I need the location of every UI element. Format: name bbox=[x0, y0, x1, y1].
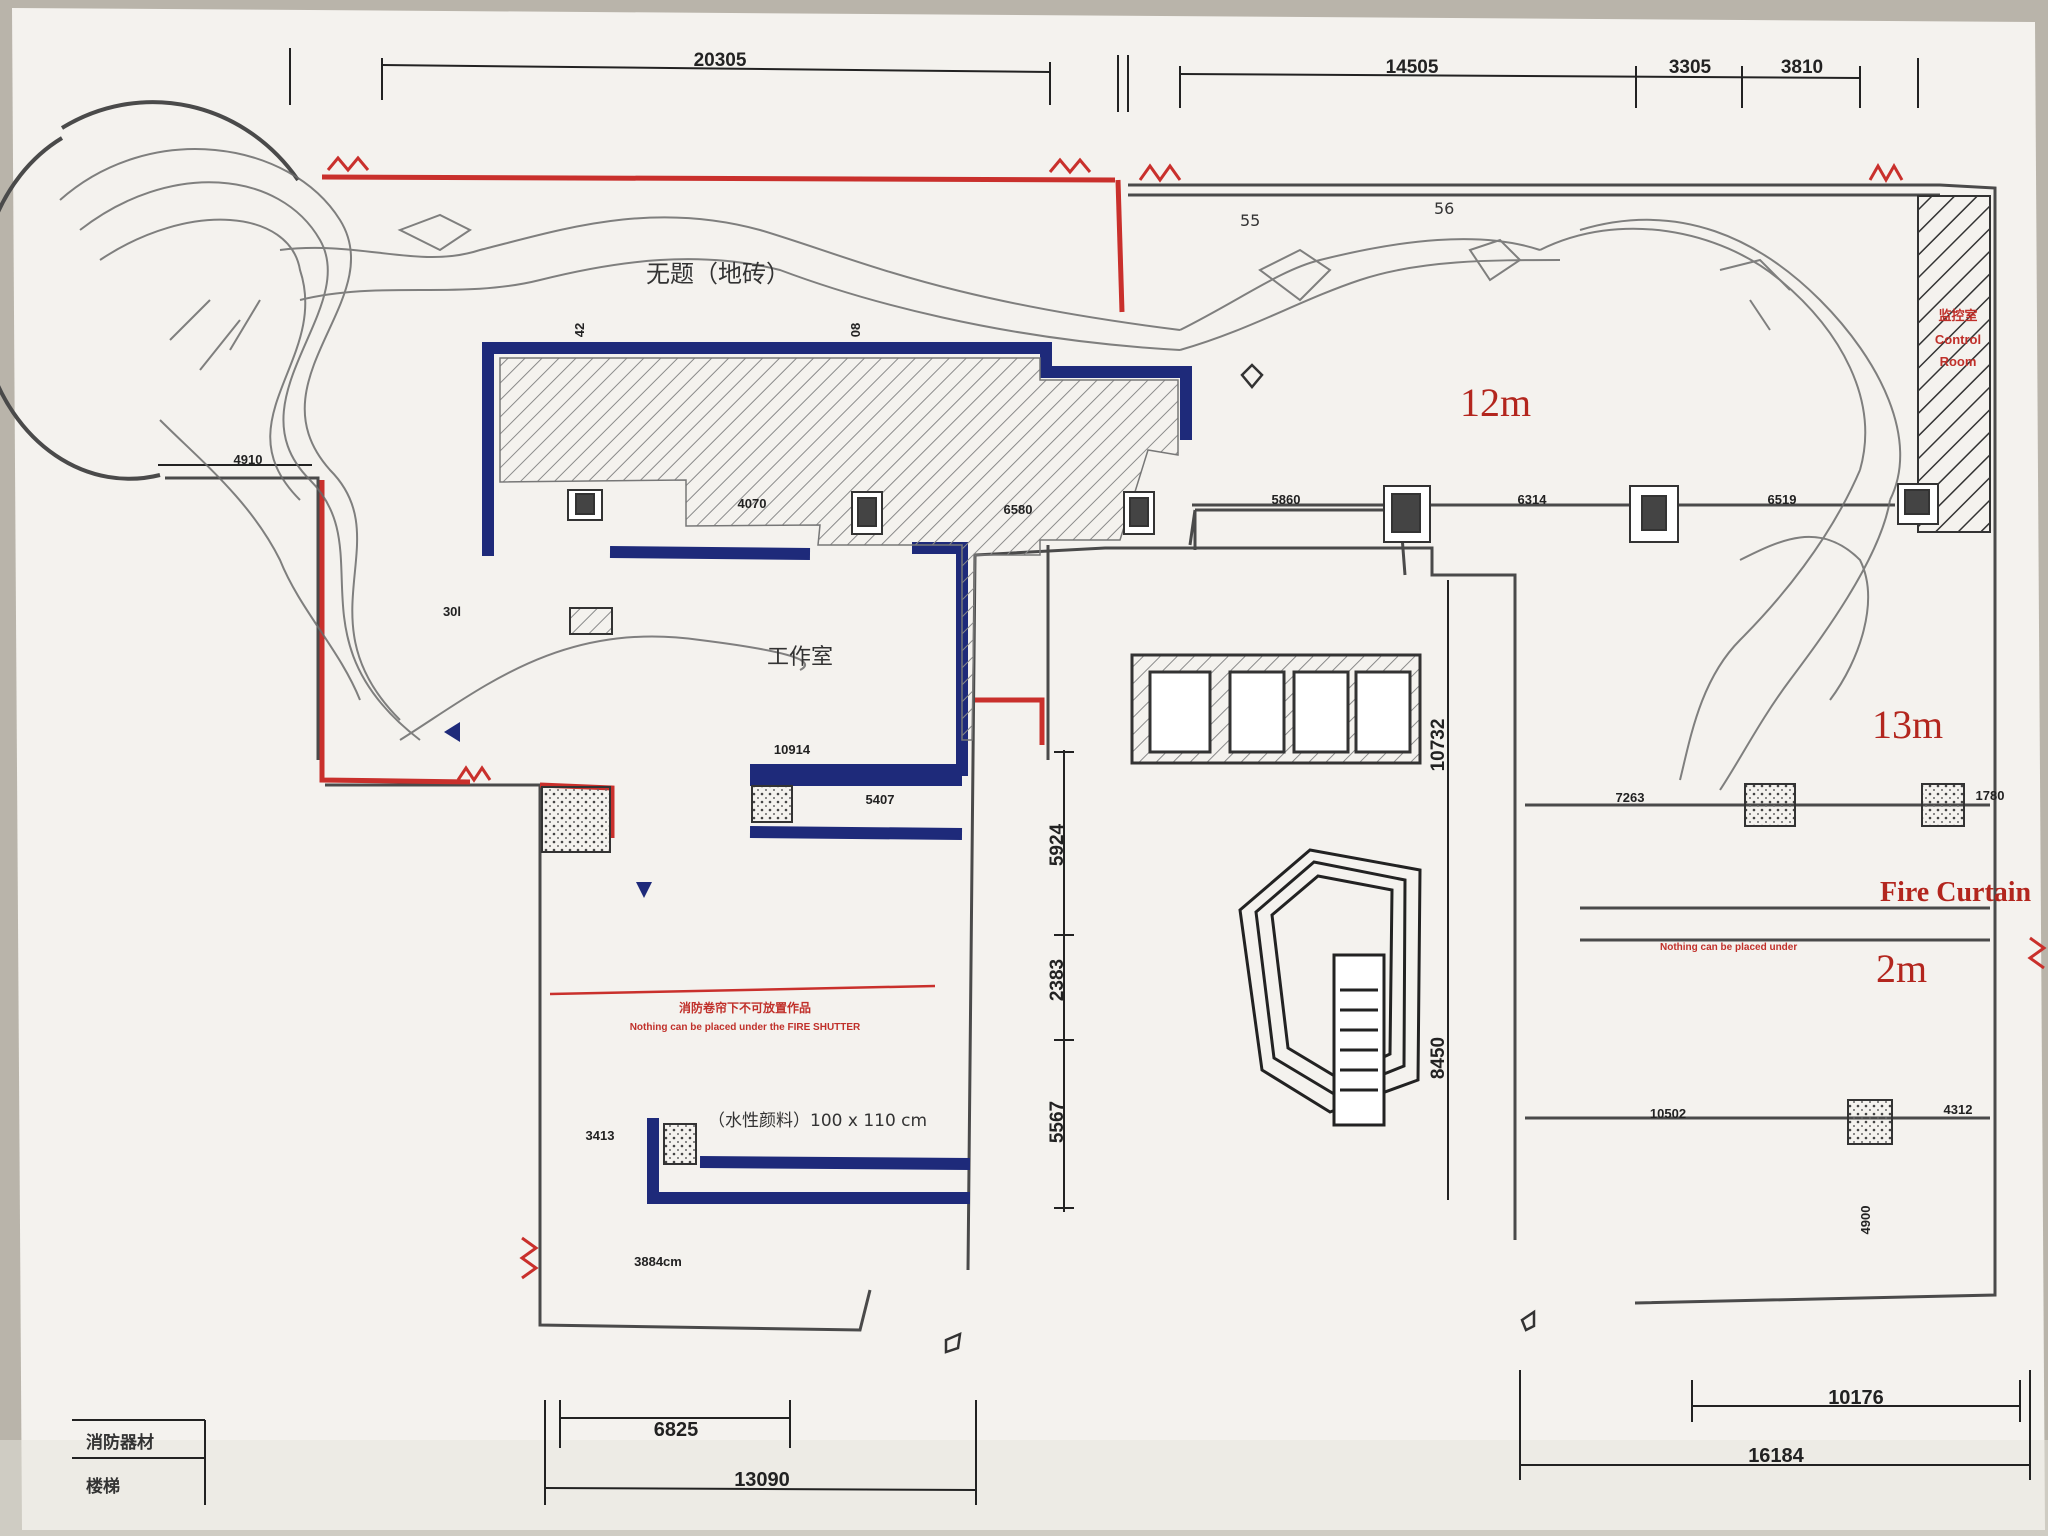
spiral-staircase bbox=[1238, 848, 1422, 1127]
fire-shutter-cn: 消防卷帘下不可放置作品 bbox=[679, 1000, 811, 1015]
studio-label: 工作室 bbox=[767, 645, 833, 670]
column-label-a: 42 bbox=[572, 323, 587, 337]
arrow-down-icon bbox=[636, 882, 652, 898]
dim-bottom-right-outer: 16184 bbox=[1748, 1445, 1804, 1467]
legend: 消防器材 楼梯 bbox=[72, 1419, 206, 1505]
north-arrow-icon bbox=[1240, 363, 1264, 389]
blue-walls bbox=[482, 342, 1192, 1204]
column-label-b: 08 bbox=[848, 323, 863, 337]
columns bbox=[541, 483, 1965, 1165]
dimension-lines bbox=[158, 48, 2031, 1505]
north-arrows bbox=[944, 363, 1536, 1354]
dim-v-2383: 2383 bbox=[1047, 959, 1068, 1001]
dim-top-mid: 14505 bbox=[1386, 57, 1439, 78]
control-room-hatch bbox=[1917, 195, 1991, 533]
dim-top-r1: 3305 bbox=[1669, 57, 1712, 78]
dim-h-6314: 6314 bbox=[1518, 492, 1548, 507]
dim-v-10732: 10732 bbox=[1428, 719, 1449, 772]
dim-h-4910: 4910 bbox=[234, 452, 263, 467]
dim-h-5407: 5407 bbox=[866, 792, 895, 807]
dim-v-8450: 8450 bbox=[1428, 1037, 1449, 1079]
hatched-areas bbox=[499, 195, 1991, 741]
dim-h-4070: 4070 bbox=[738, 496, 767, 511]
sketch-note-a: 55 bbox=[1240, 211, 1260, 230]
red-walls bbox=[319, 174, 1125, 838]
dim-v-5567: 5567 bbox=[1047, 1101, 1068, 1143]
dim-v-4900: 4900 bbox=[1858, 1206, 1873, 1235]
north-arrow-icon bbox=[1520, 1309, 1536, 1332]
dim-h-7263: 7263 bbox=[1616, 790, 1645, 805]
corridor-label: 无题（地砖） bbox=[646, 260, 790, 288]
control-room-cn: 监控室 bbox=[1938, 308, 1977, 323]
dim-h-10914: 10914 bbox=[774, 742, 811, 757]
exit-markers bbox=[326, 155, 2047, 1280]
paint-label: （水性颜料）100 x 110 cm bbox=[708, 1111, 927, 1131]
dim-bottom-right-inner: 10176 bbox=[1828, 1387, 1884, 1409]
dim-bottom-left-outer: 13090 bbox=[734, 1469, 790, 1491]
paper-sheet bbox=[0, 8, 2048, 1536]
arrow-symbols bbox=[444, 722, 652, 898]
room-number: 30l bbox=[443, 604, 461, 619]
dim-v-3884: 3884cm bbox=[634, 1254, 682, 1269]
pencil-sketch bbox=[59, 148, 1902, 791]
control-room-en1: Control bbox=[1935, 332, 1981, 347]
fire-curtain-label: Fire Curtain bbox=[1880, 877, 2032, 908]
legend-fire-equipment: 消防器材 bbox=[86, 1432, 154, 1453]
height-2m: 2m bbox=[1876, 946, 1927, 991]
nothing-under-label: Nothing can be placed under bbox=[1660, 942, 1797, 953]
dim-h-1780: 1780 bbox=[1976, 788, 2005, 803]
dim-bottom-left-inner: 6825 bbox=[654, 1419, 699, 1441]
dim-v-5924: 5924 bbox=[1047, 823, 1068, 866]
height-12m: 12m bbox=[1460, 380, 1531, 425]
height-13m: 13m bbox=[1872, 702, 1943, 747]
walls bbox=[0, 100, 1997, 1332]
dim-h-6580: 6580 bbox=[1004, 502, 1033, 517]
dim-h-4312: 4312 bbox=[1944, 1102, 1973, 1117]
sketch-note-b: 56 bbox=[1434, 199, 1454, 218]
dim-h-5860: 5860 bbox=[1272, 492, 1301, 507]
dim-top-left: 20305 bbox=[694, 50, 747, 71]
arrow-left-icon bbox=[444, 722, 460, 742]
dim-h-10502: 10502 bbox=[1650, 1106, 1686, 1121]
room-labels: 无题（地砖） 工作室 （水性颜料）100 x 110 cm 监控室 Contro… bbox=[630, 199, 2032, 1131]
legend-stairs: 楼梯 bbox=[86, 1476, 120, 1497]
dimension-texts: 20305 14505 3305 3810 6825 13090 10176 1… bbox=[234, 50, 2005, 1491]
control-room-en2: Room bbox=[1940, 354, 1977, 369]
elevator-bank bbox=[1130, 653, 1422, 765]
dim-h-3413: 3413 bbox=[586, 1128, 615, 1143]
fire-shutter-line bbox=[549, 984, 936, 996]
dim-top-r2: 3810 bbox=[1781, 57, 1823, 78]
dim-h-6519: 6519 bbox=[1768, 492, 1797, 507]
fire-shutter-en: Nothing can be placed under the FIRE SHU… bbox=[630, 1022, 861, 1033]
north-arrow-icon bbox=[944, 1331, 962, 1354]
